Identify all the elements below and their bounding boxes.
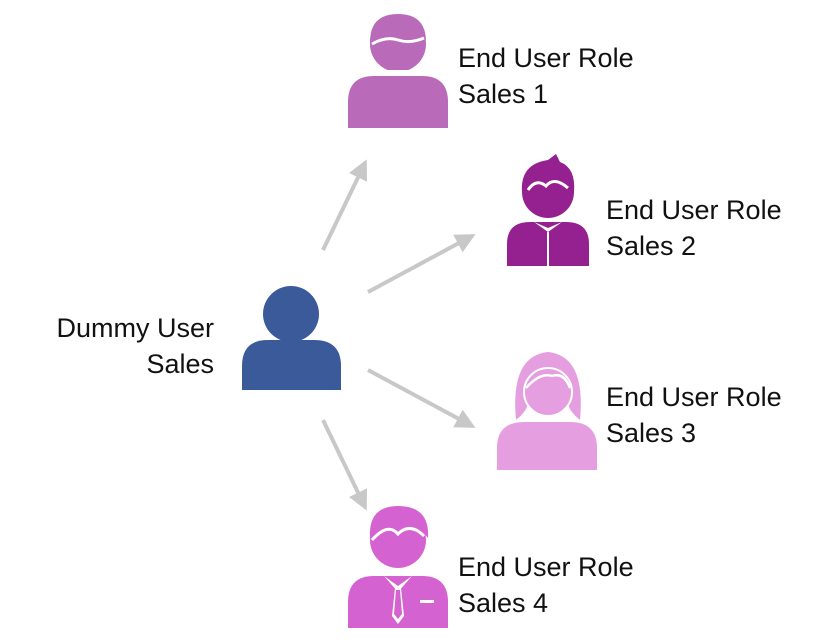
target-label-line2: Sales 2 [606, 231, 697, 261]
target-label-line1: End User Role [458, 552, 634, 582]
target-label-line1: End User Role [606, 195, 782, 225]
source-label-line2: Sales [146, 349, 214, 379]
arrow-to-sales-4 [321, 419, 368, 511]
boy-icon [507, 154, 589, 266]
target-label-line1: End User Role [606, 382, 782, 412]
target-label-sales-2: End User Role Sales 2 [606, 192, 782, 264]
arrow-to-sales-2 [367, 234, 476, 294]
woman-icon [497, 352, 597, 470]
source-label: Dummy User Sales [14, 310, 214, 382]
target-label-line2: Sales 1 [458, 79, 549, 109]
arrow-to-sales-3 [367, 368, 476, 428]
target-label-sales-3: End User Role Sales 3 [606, 379, 782, 451]
target-label-sales-4: End User Role Sales 4 [458, 549, 634, 621]
target-label-line2: Sales 4 [458, 588, 549, 618]
man-icon [348, 14, 448, 128]
arrow-to-sales-1 [321, 159, 368, 251]
source-label-line1: Dummy User [56, 313, 214, 343]
target-label-sales-1: End User Role Sales 1 [458, 40, 634, 112]
person-icon [242, 286, 341, 390]
businessman-icon [348, 506, 448, 628]
target-label-line1: End User Role [458, 43, 634, 73]
target-label-line2: Sales 3 [606, 418, 697, 448]
arrows [321, 159, 476, 511]
